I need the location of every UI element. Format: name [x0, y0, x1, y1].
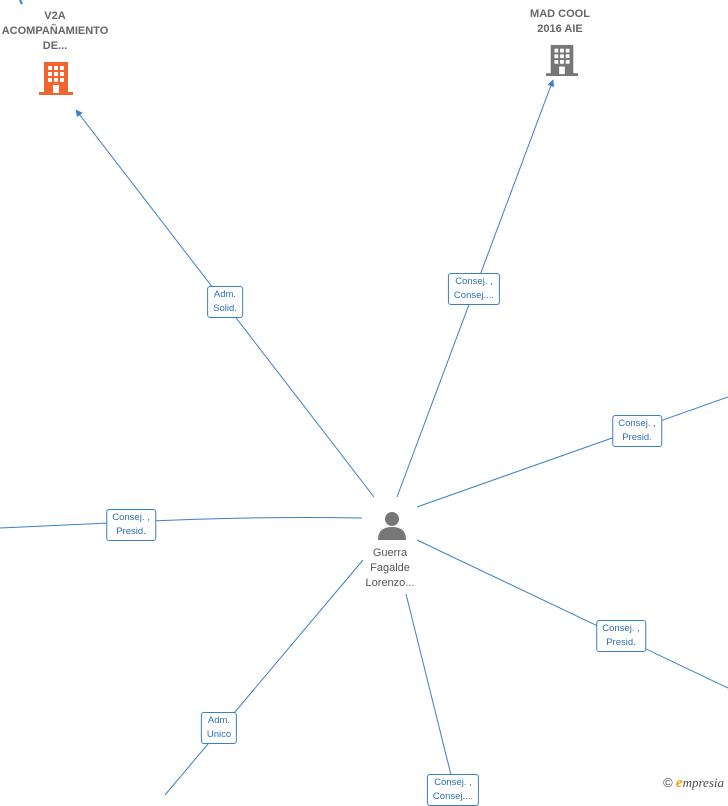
edge-offscreen-arrow [19, 0, 23, 5]
brand-logo: © empresia [663, 775, 724, 791]
relation-label-consej-presid-left[interactable]: Consej. , Presid. [106, 509, 156, 541]
company-name-v2a[interactable]: V2A ACOMPAÑAMIENTO DE... [1, 10, 109, 52]
relation-label-adm-solid[interactable]: Adm. Solid. [207, 286, 243, 318]
edge-bottom-left [164, 559, 364, 795]
building-icon[interactable] [546, 43, 578, 77]
person-name[interactable]: Guerra Fagalde Lorenzo... [365, 547, 415, 589]
relation-label-adm-unico[interactable]: Adm. Unico [200, 712, 238, 744]
relation-label-consej-presid-right-lower[interactable]: Consej. , Presid. [596, 620, 646, 652]
edge-right-lower [416, 539, 728, 689]
relation-label-consej-madcool[interactable]: Consej. , Consej.... [447, 273, 501, 305]
company-name-madcool[interactable]: MAD COOL 2016 AIE [530, 8, 590, 35]
edge-right-upper [416, 396, 728, 508]
relation-label-consej-presid-right-upper[interactable]: Consej. , Presid. [612, 415, 662, 447]
edge-bottom [405, 593, 457, 795]
building-icon[interactable] [39, 60, 73, 96]
person-icon[interactable] [377, 510, 407, 540]
relation-label-consej-bottom[interactable]: Consej. , Consej.... [426, 774, 480, 806]
edge-left [0, 517, 363, 529]
